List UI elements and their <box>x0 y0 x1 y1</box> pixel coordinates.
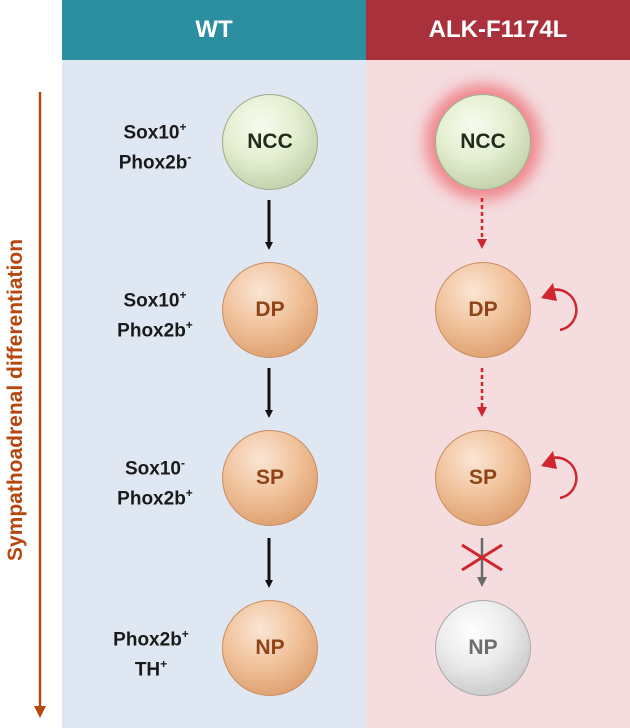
sp-self-renewal-loop-icon <box>541 451 578 500</box>
alk-ncc-cell: NCC <box>435 94 531 190</box>
alk-dp-cell: DP <box>435 262 531 358</box>
axis-label-text: Sympathoadrenal differentiation <box>4 238 27 562</box>
wt-ncc-cell: NCC <box>222 94 318 190</box>
wt-header-label: WT <box>195 16 233 43</box>
stage-sp-markers: Sox10- Phox2b+ <box>117 456 193 510</box>
wt-column-header: WT <box>62 0 366 60</box>
block-cross-icon <box>461 543 503 572</box>
alk-column-header: ALK-F1174L <box>366 0 630 60</box>
wt-dp-cell: DP <box>222 262 318 358</box>
alk-np-cell: NP <box>435 600 531 696</box>
stage-np-markers: Phox2b+ TH+ <box>113 627 189 681</box>
dp-self-renewal-loop-icon <box>541 283 578 332</box>
wt-column-background <box>62 60 366 728</box>
alk-sp-cell: SP <box>435 430 531 526</box>
alk-header-label: ALK-F1174L <box>428 16 568 43</box>
wt-sp-cell: SP <box>222 430 318 526</box>
stage-ncc-markers: Sox10+ Phox2b- <box>118 120 192 174</box>
stage-dp-markers: Sox10+ Phox2b+ <box>117 288 193 342</box>
wt-np-cell: NP <box>222 600 318 696</box>
